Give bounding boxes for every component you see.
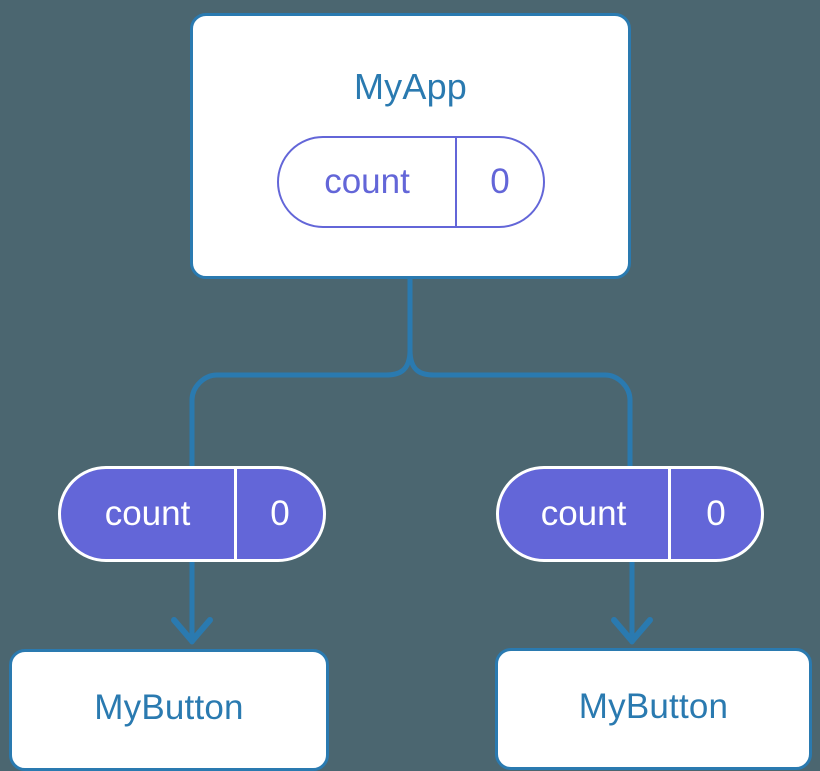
component-title-mybutton: MyButton: [578, 687, 729, 726]
arrow-head-right-icon: [611, 617, 653, 644]
component-node-mybutton-left[interactable]: MyButton: [9, 649, 329, 771]
state-pill-child-left[interactable]: count 0: [58, 466, 326, 562]
state-pill-label: count: [279, 138, 457, 226]
connector-fork-left: [189, 347, 413, 469]
component-title-mybutton: MyButton: [94, 688, 244, 727]
state-pill-myapp[interactable]: count 0: [277, 136, 545, 228]
state-pill-value: 0: [706, 494, 726, 533]
component-node-mybutton-right[interactable]: MyButton: [495, 648, 812, 770]
component-title-myapp: MyApp: [353, 66, 468, 107]
arrow-head-left-icon: [171, 617, 213, 644]
state-pill-label: count: [61, 469, 237, 559]
state-pill-label: count: [499, 469, 671, 559]
connector-fork-right: [407, 347, 633, 469]
state-pill-child-right[interactable]: count 0: [496, 466, 764, 562]
state-pill-value: 0: [490, 162, 510, 201]
state-pill-value: 0: [270, 494, 290, 533]
